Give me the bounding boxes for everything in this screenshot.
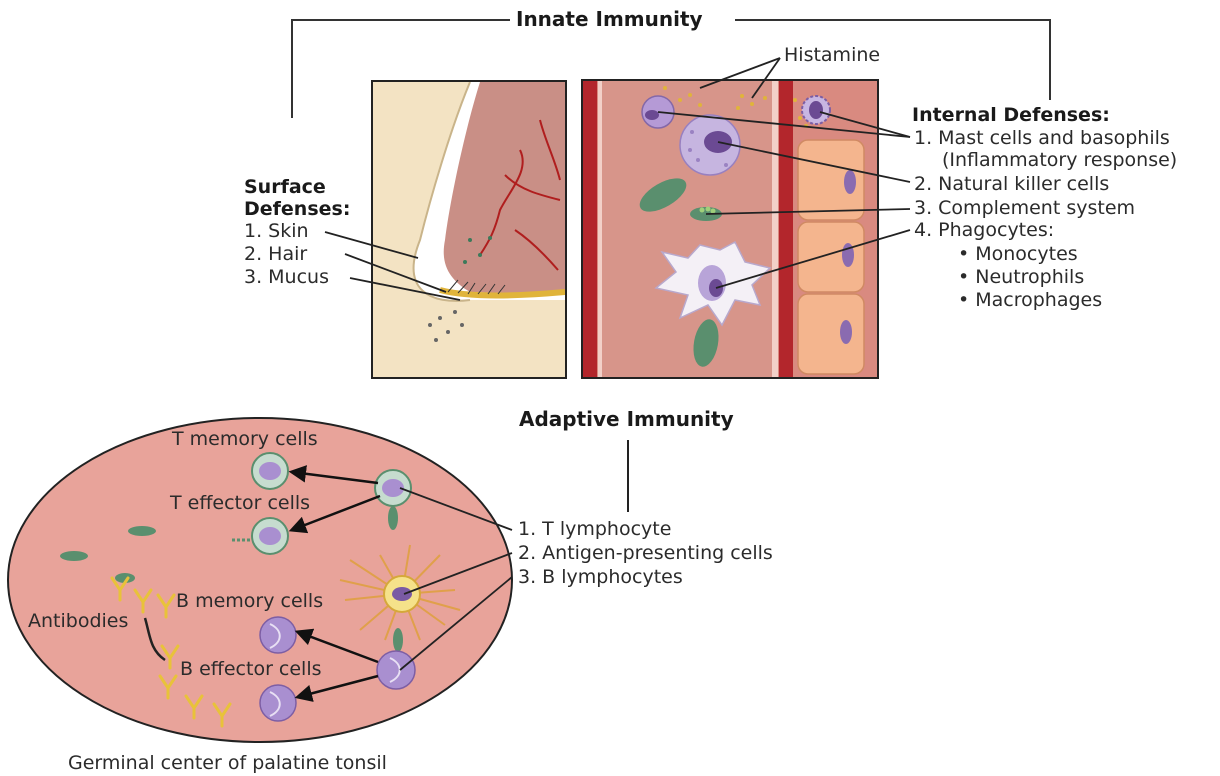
vessel-panel (582, 80, 878, 378)
phagocyte-macrophages: • Macrophages (958, 289, 1102, 311)
surface-item-hair: 2. Hair (244, 243, 307, 265)
histamine-label: Histamine (784, 44, 880, 66)
b-effector-cells-label: B effector cells (180, 658, 322, 680)
internal-item-mast-cells: 1. Mast cells and basophils (914, 127, 1170, 149)
adaptive-item-b-lymphocytes: 3. B lymphocytes (518, 566, 683, 588)
internal-defenses-title: Internal Defenses: (912, 104, 1110, 126)
surface-item-skin: 1. Skin (244, 220, 309, 242)
tonsil-germinal-center (8, 418, 512, 742)
surface-defenses-title-line2: Defenses: (244, 198, 350, 220)
antibodies-label: Antibodies (28, 610, 128, 632)
internal-item-phagocytes: 4. Phagocytes: (914, 219, 1054, 241)
phagocyte-neutrophils: • Neutrophils (958, 266, 1084, 288)
t-effector-cells-label: T effector cells (170, 492, 310, 514)
innate-immunity-title: Innate Immunity (516, 8, 703, 30)
germinal-center-caption: Germinal center of palatine tonsil (68, 752, 387, 774)
b-memory-cells-label: B memory cells (176, 590, 323, 612)
adaptive-item-apc: 2. Antigen-presenting cells (518, 542, 773, 564)
t-memory-cells-label: T memory cells (172, 428, 318, 450)
adaptive-immunity-title: Adaptive Immunity (519, 408, 734, 430)
phagocyte-monocytes: • Monocytes (958, 243, 1078, 265)
surface-item-mucus: 3. Mucus (244, 266, 329, 288)
internal-item-complement: 3. Complement system (914, 197, 1135, 219)
internal-item-inflammatory: (Inflammatory response) (942, 149, 1177, 171)
adaptive-item-t-lymphocyte: 1. T lymphocyte (518, 518, 671, 540)
internal-item-nk-cells: 2. Natural killer cells (914, 173, 1109, 195)
surface-defenses-title-line1: Surface (244, 176, 326, 198)
nose-panel (372, 81, 566, 378)
